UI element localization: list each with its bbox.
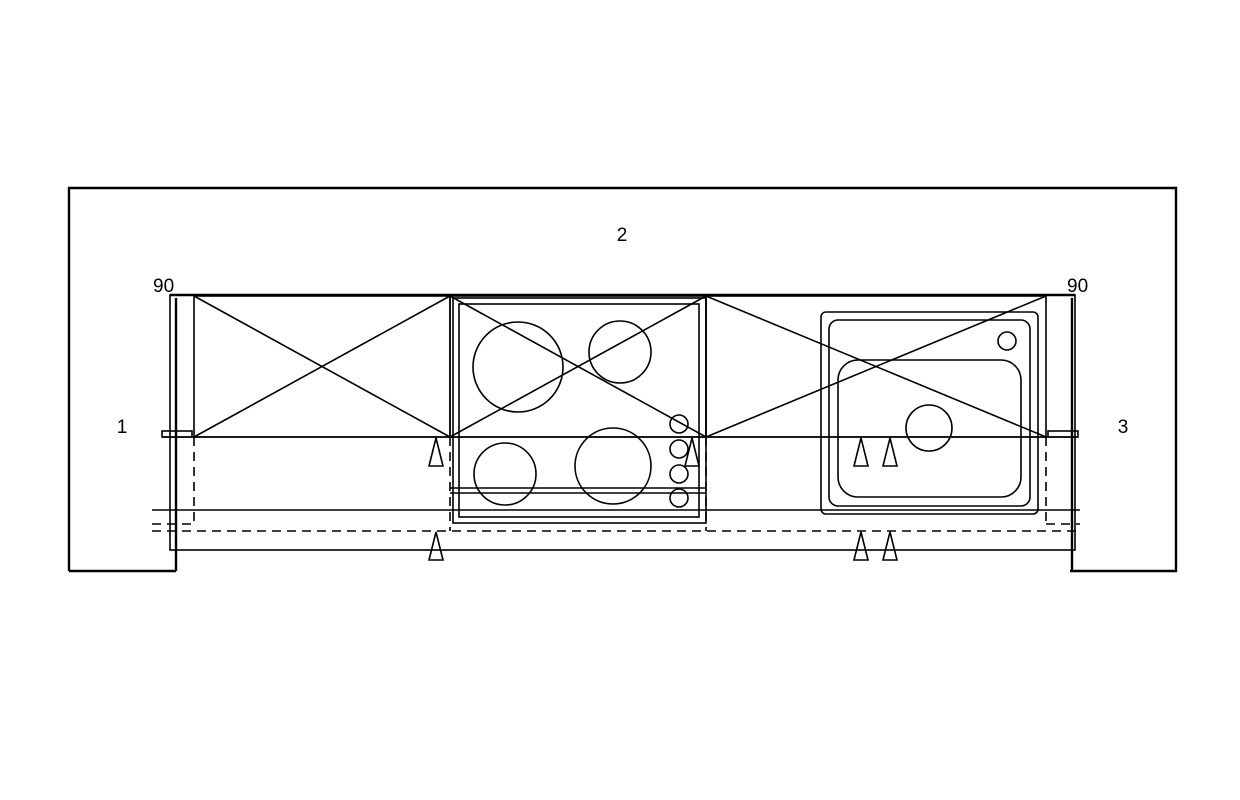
- wall-label-back: 2: [617, 225, 628, 246]
- burner-large-back-left: [472, 321, 564, 413]
- door-marker-triangle: [881, 531, 899, 561]
- wall-cabinet-3: [705, 295, 1047, 438]
- wall-cabinet-2: [449, 295, 707, 438]
- control-knob: [669, 414, 689, 434]
- door-marker-triangle: [852, 437, 870, 467]
- door-marker-triangle: [852, 531, 870, 561]
- countertop-outline: [169, 294, 1076, 551]
- dimension-right: 90: [1067, 276, 1088, 297]
- burner-small-front-left: [473, 442, 537, 506]
- door-marker-triangle: [881, 437, 899, 467]
- sink-basin: [837, 359, 1022, 498]
- control-knob: [669, 488, 689, 508]
- burner-medium-front-right: [574, 427, 652, 505]
- door-marker-triangle: [427, 437, 445, 467]
- control-knob: [669, 464, 689, 484]
- faucet-hole: [997, 331, 1017, 351]
- door-opening-markers: [427, 437, 899, 561]
- left-cabinet-hinge: [161, 430, 193, 438]
- dimension-left: 90: [153, 276, 174, 297]
- door-marker-triangle: [427, 531, 445, 561]
- sink-drain: [905, 404, 953, 452]
- door-marker-triangle: [683, 437, 701, 467]
- room-walls: [67, 186, 1178, 573]
- wall-label-left: 1: [117, 417, 128, 438]
- sink: [820, 311, 1039, 515]
- cooktop: [450, 297, 707, 524]
- control-knob: [669, 439, 689, 459]
- right-cabinet-hinge: [1047, 430, 1079, 438]
- wall-cabinet-1: [193, 295, 451, 438]
- wall-label-right: 3: [1118, 417, 1129, 438]
- burner-small-back-right: [588, 320, 652, 384]
